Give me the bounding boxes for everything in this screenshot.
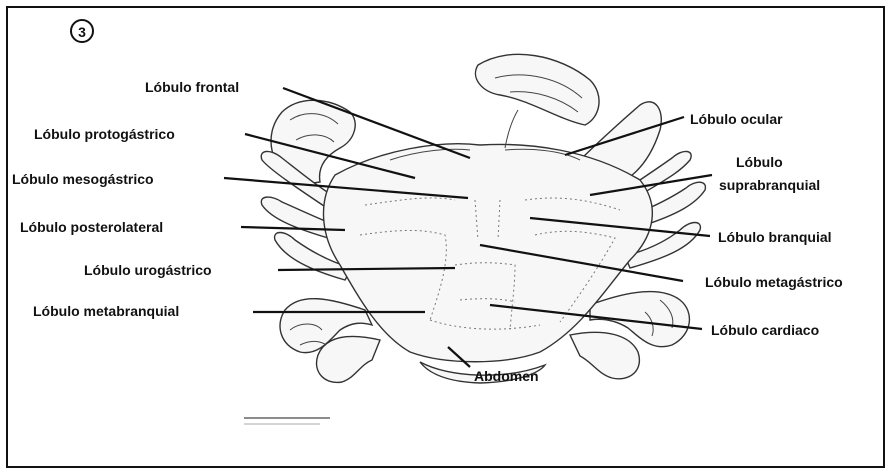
- figure-number-badge: 3: [71, 20, 93, 42]
- label-ocular: Lóbulo ocular: [690, 111, 783, 127]
- antenna: [505, 110, 518, 148]
- label-posterolateral: Lóbulo posterolateral: [20, 219, 163, 235]
- right-pincer: [475, 54, 599, 125]
- label-protogastrico: Lóbulo protogástrico: [34, 126, 175, 142]
- label-branquial: Lóbulo branquial: [718, 229, 832, 245]
- label-frontal: Lóbulo frontal: [145, 79, 239, 95]
- carapace: [324, 144, 653, 362]
- label-abdomen: Abdomen: [474, 368, 539, 384]
- figure-number: 3: [78, 24, 86, 40]
- label-mesogastrico: Lóbulo mesogástrico: [12, 171, 154, 187]
- label-urogastrico: Lóbulo urogástrico: [84, 262, 212, 278]
- label-suprabranquial-1: Lóbulo: [736, 154, 783, 170]
- label-suprabranquial-2: suprabranquial: [719, 177, 820, 193]
- label-metabranquial: Lóbulo metabranquial: [33, 303, 179, 319]
- label-metagastrico: Lóbulo metagástrico: [705, 274, 843, 290]
- label-cardiaco: Lóbulo cardiaco: [711, 322, 819, 338]
